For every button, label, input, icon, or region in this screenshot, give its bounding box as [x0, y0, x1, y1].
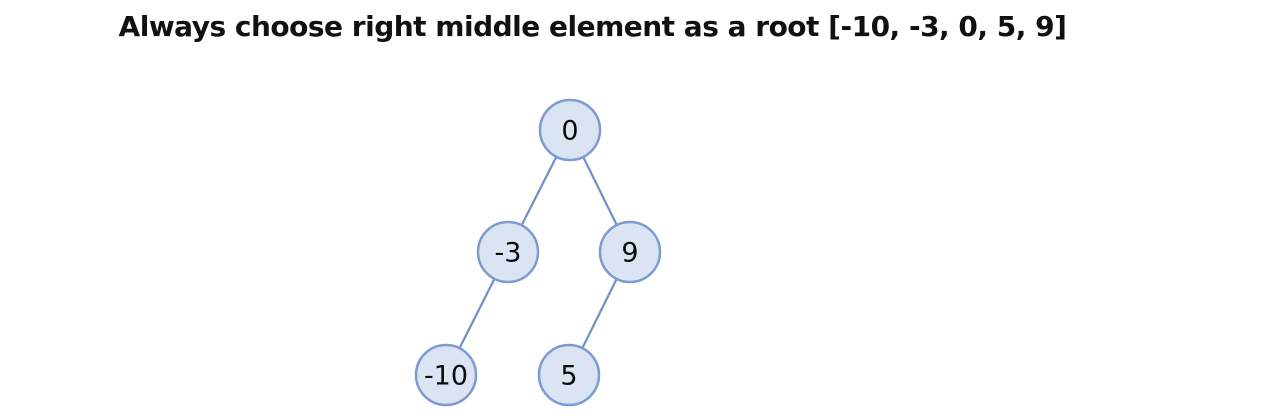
tree-node-label-root: 0: [561, 116, 578, 147]
tree-node-label-right-left: 5: [560, 361, 577, 392]
tree-node-left: -3: [476, 220, 540, 284]
tree-node-circle-left: [476, 220, 540, 284]
diagram-title: Always choose right middle element as a …: [118, 10, 1067, 43]
tree-node-label-left: -3: [495, 238, 522, 269]
tree-node-circle-root: [538, 98, 602, 162]
tree-node-right-left: 5: [537, 343, 601, 407]
tree-node-circle-left-left: [414, 343, 478, 407]
tree-node-root: 0: [538, 98, 602, 162]
tree-node-right: 9: [598, 220, 662, 284]
tree-nodes: 0 -3 9 -10 5: [414, 98, 662, 407]
tree-node-label-left-left: -10: [424, 361, 468, 392]
tree-node-left-left: -10: [414, 343, 478, 407]
tree-node-label-right: 9: [621, 238, 638, 269]
tree-node-circle-right: [598, 220, 662, 284]
tree-node-circle-right-left: [537, 343, 601, 407]
